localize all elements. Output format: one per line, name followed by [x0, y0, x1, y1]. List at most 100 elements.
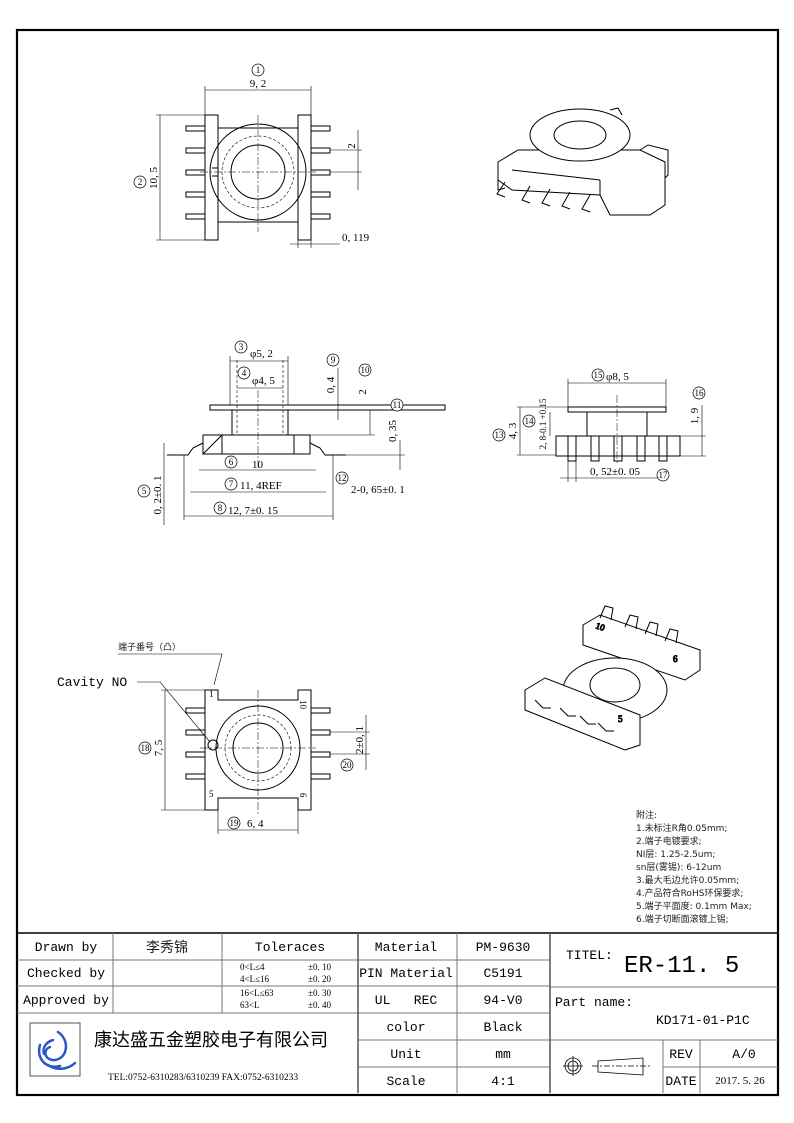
ul-rec-value: 94-V0: [483, 993, 522, 1008]
isometric-view-bottom: 10 6 5: [524, 605, 701, 751]
balloon: 17: [659, 470, 669, 480]
balloon: 6: [229, 457, 234, 467]
title-label: TITEL:: [566, 948, 613, 963]
tolerance-value: ±0. 20: [308, 974, 331, 984]
tolerance-range: 4<L≤16: [240, 974, 270, 984]
note-item: 6.端子切断面滚镀上锡;: [636, 913, 729, 925]
part-name-label: Part name:: [555, 995, 633, 1010]
balloon: 16: [695, 388, 705, 398]
checked-by-label: Checked by: [27, 966, 105, 981]
balloon: 10: [361, 365, 371, 375]
dim-outer-diameter: φ5, 2: [250, 348, 273, 360]
pin-number: 6: [298, 793, 308, 798]
dim-height: 10, 5: [148, 167, 160, 190]
dim-base: 10: [252, 459, 264, 471]
dim-inner-width: 6, 4: [247, 818, 264, 830]
scale-value: 4:1: [491, 1074, 515, 1089]
tolerance-value: ±0. 10: [308, 962, 331, 972]
color-label: color: [386, 1020, 425, 1035]
dim-inner-diameter: φ4, 5: [252, 375, 275, 387]
material-label: Material: [375, 940, 438, 955]
balloon: 2: [138, 177, 143, 187]
date-value: 2017. 5. 26: [715, 1075, 765, 1087]
note-item: 3.最大毛边允许0.05mm;: [636, 874, 739, 886]
dim-pin-width: 2-0, 65±0. 1: [351, 484, 405, 496]
drawing-title: ER-11. 5: [624, 953, 739, 980]
dim-flange: 0, 4: [325, 376, 337, 393]
company-name: 康达盛五金塑胶电子有限公司: [94, 1030, 328, 1051]
rev-value: A/0: [732, 1047, 755, 1062]
iso-pin-number: 5: [618, 714, 623, 724]
note-item: NI层: 1.25-2.5um;: [636, 849, 715, 860]
projection-symbol: [563, 1056, 650, 1076]
balloon: 12: [338, 473, 347, 483]
pin-number: 10: [298, 700, 308, 710]
tolerance-range: 0<L≤4: [240, 962, 265, 972]
pin-label-note: 端子番号（凸）: [118, 641, 181, 653]
dim-length: 7, 5: [153, 739, 165, 756]
dim-width: 9, 2: [250, 78, 267, 90]
pin-material-label: PIN Material: [359, 966, 453, 981]
unit-label: Unit: [390, 1047, 421, 1062]
pin-number: 1: [209, 689, 214, 699]
isometric-view-top: [496, 107, 669, 216]
note-item: sn层(雾锡): 6-12um: [636, 862, 721, 873]
notes: 附注: 1.未标注R角0.05mm; 2.端子电镀要求; NI层: 1.25-2…: [636, 809, 752, 925]
cavity-label: Cavity NO: [57, 675, 127, 690]
dim-ref: 11, 4REF: [240, 480, 282, 492]
company-logo: [29, 1022, 81, 1077]
top-view: 1 9, 2 2 10, 5 2 0, 119: [133, 63, 370, 248]
balloon: 8: [218, 503, 223, 513]
balloon: 3: [239, 342, 244, 352]
balloon: 7: [229, 479, 234, 489]
note-item: 1.未标注R角0.05mm;: [636, 822, 727, 834]
dim-pin-width: 0, 52±0. 05: [590, 466, 641, 478]
tolerance-range: 63<L: [240, 1000, 260, 1010]
tolerance-range: 16<L≤63: [240, 988, 274, 998]
balloon: 20: [343, 760, 353, 770]
dim-pin-thickness: 0, 2±0. 1: [152, 475, 164, 514]
note-item: 4.产品符合RoHS环保要求;: [636, 887, 743, 899]
company-contact: TEL:0752-6310283/6310239 FAX:0752-631023…: [108, 1073, 298, 1083]
dim-flange-height: 2: [357, 389, 369, 395]
pin: [185, 125, 206, 132]
part-name-value: KD171-01-P1C: [656, 1013, 750, 1028]
dim-pitch: 2±0, 1: [354, 726, 366, 754]
ul-rec-label: UL REC: [375, 993, 438, 1008]
balloon: 9: [331, 355, 336, 365]
tolerance-value: ±0. 40: [308, 1000, 331, 1010]
bottom-view: 1 5 10 6 端子番号（凸） Cavity NO 18 7, 5 19 6,…: [57, 641, 370, 834]
material-value: PM-9630: [476, 940, 531, 955]
balloon: 5: [142, 486, 147, 496]
note-item: 2.端子电镀要求;: [636, 835, 702, 847]
iso-pin-number: 6: [673, 654, 678, 664]
tolerances-label: Toleraces: [255, 940, 325, 955]
balloon: 11: [393, 400, 402, 410]
dim-base-height: 1, 9: [689, 407, 701, 424]
drawn-by-label: Drawn by: [35, 940, 98, 955]
tolerance-value: ±0. 30: [308, 988, 331, 998]
dim-flange-diameter: φ8, 5: [606, 371, 629, 383]
balloon: 15: [594, 370, 604, 380]
side-view: 3 φ5, 2 4 φ4, 5 5 0, 2±0. 1 6 10 7 11, 4…: [137, 340, 446, 525]
front-view: 15 φ8, 5 13 4, 3 14 2, 8-0.1 +0.15 16 1,…: [492, 368, 706, 482]
title-block: Drawn by 李秀锦 Toleraces Checked by Approv…: [17, 932, 778, 1093]
sheet-border: [15, 28, 780, 1097]
rev-label: REV: [669, 1047, 693, 1062]
date-label: DATE: [665, 1074, 696, 1089]
color-value: Black: [483, 1020, 522, 1035]
pin-number: 5: [209, 789, 214, 799]
dim-total-height: 4, 3: [507, 422, 519, 439]
dim-pitch: 2: [346, 143, 358, 149]
dim-pin-height: 0, 35: [387, 420, 399, 443]
scale-label: Scale: [386, 1074, 425, 1089]
balloon: 14: [525, 416, 535, 426]
pin-material-value: C5191: [483, 966, 522, 981]
dim-core-height: 2, 8-0.1 +0.15: [538, 398, 548, 449]
dim-wall: 0, 119: [342, 232, 370, 244]
balloon: 4: [242, 368, 247, 378]
notes-title: 附注:: [636, 809, 657, 821]
dim-overall: 12, 7±0. 15: [228, 505, 279, 517]
balloon: 13: [495, 430, 505, 440]
unit-value: mm: [495, 1047, 511, 1062]
